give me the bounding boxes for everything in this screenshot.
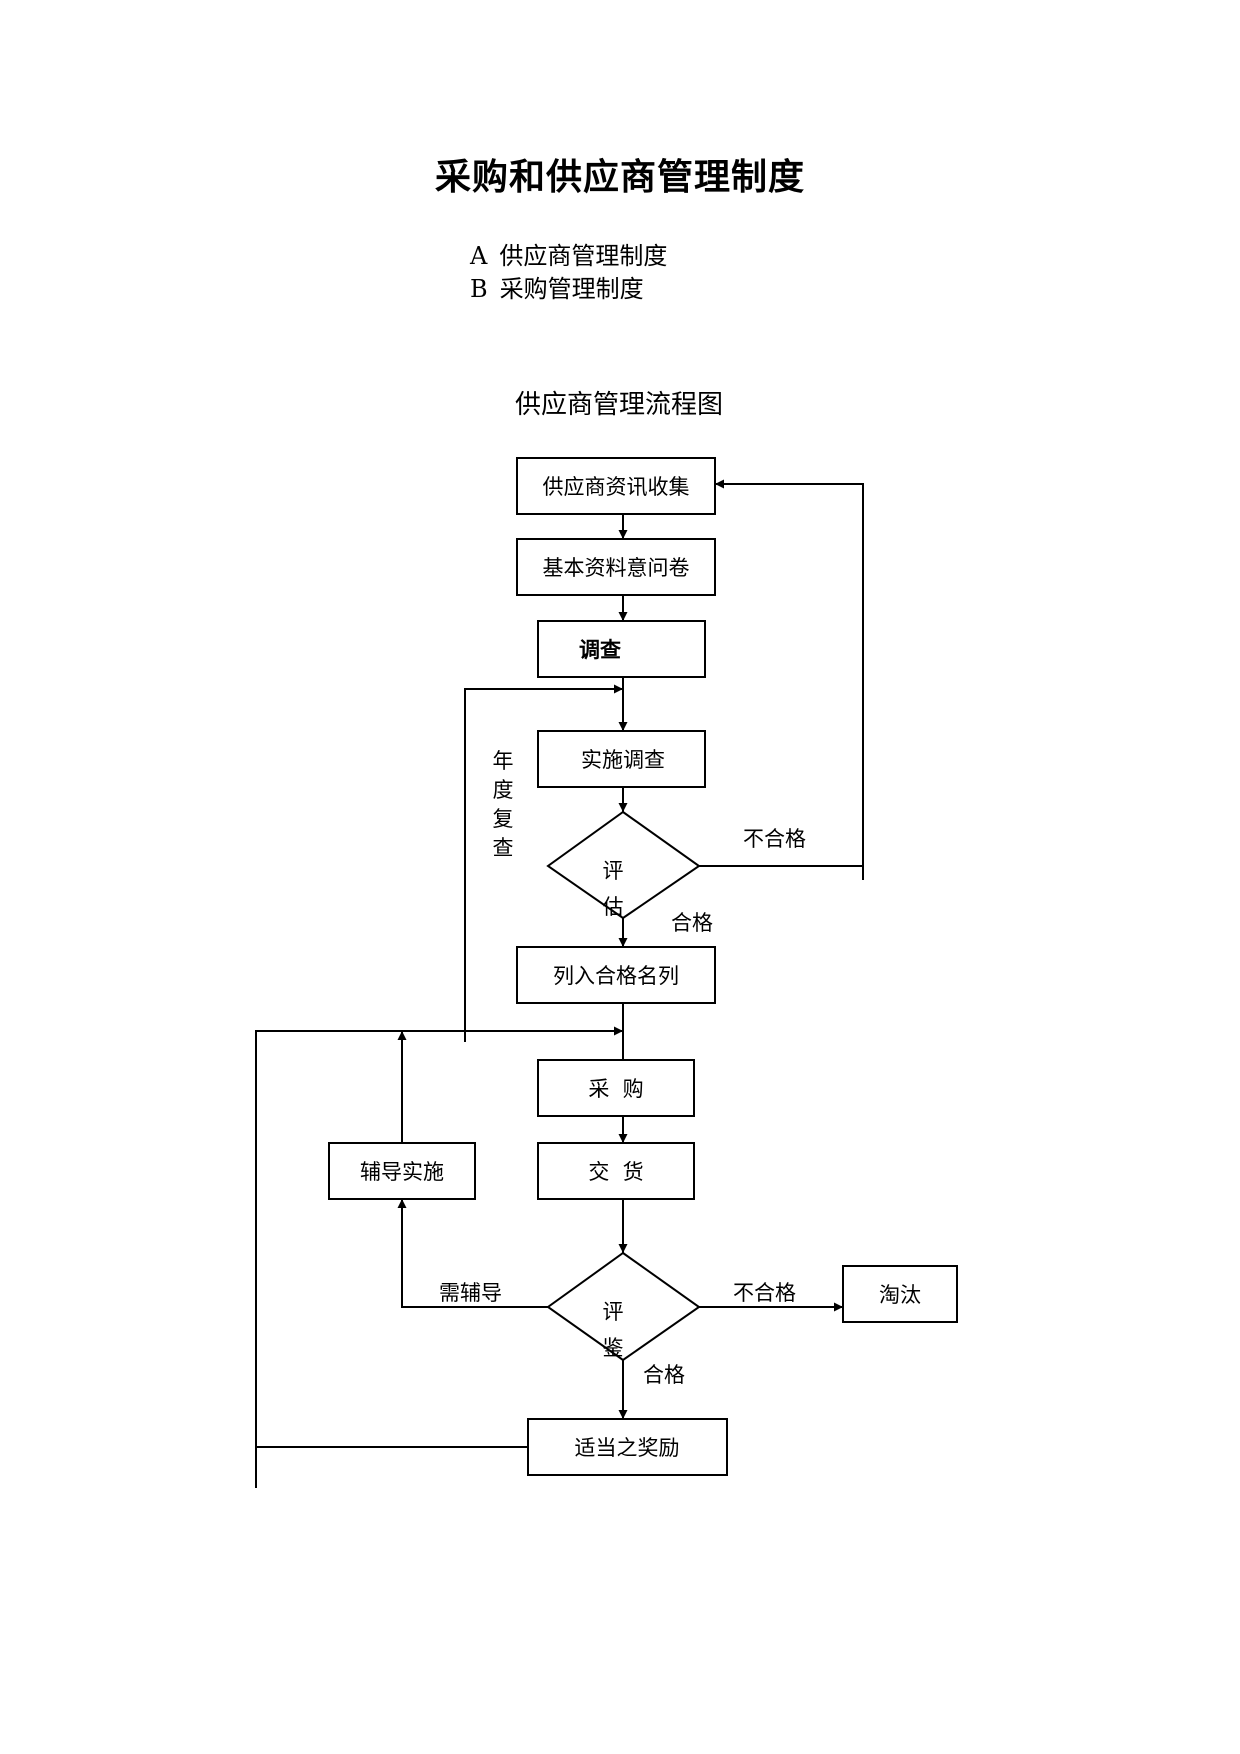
- toc-letter: B: [470, 275, 488, 303]
- node-purchase-box: [537, 1059, 695, 1117]
- node-qualified-list-label: 列入合格名列: [553, 964, 679, 988]
- node-qualified-list-box: [516, 946, 716, 1004]
- edge-label-fail-bottom: 不合格: [733, 1281, 796, 1305]
- toc-item-a: A 供应商管理制度: [470, 236, 667, 271]
- edge-label-annual-review-3: 复: [493, 807, 514, 831]
- node-survey-box: [537, 620, 706, 678]
- node-appraise-label-2: 鉴: [603, 1336, 624, 1360]
- edge-label-fail-top: 不合格: [743, 827, 806, 851]
- node-questionnaire-box: [516, 538, 716, 596]
- edge-label-need-coaching: 需辅导: [439, 1281, 502, 1305]
- node-appraise-diamond: [546, 1251, 701, 1362]
- node-collect-label: 供应商资讯收集: [543, 475, 690, 499]
- toc-text: 供应商管理制度: [499, 242, 668, 270]
- arrow-annual-review: [464, 684, 623, 1042]
- document-title: 采购和供应商管理制度: [434, 157, 805, 198]
- arrow-fail-back-to-collect: [699, 479, 864, 867]
- flowchart-connectors: [255, 479, 864, 1488]
- node-purchase-label: 采 购: [588, 1077, 643, 1101]
- edge-label-pass-top: 合格: [671, 911, 713, 935]
- edge-label-annual-review-4: 查: [493, 836, 514, 860]
- node-coaching-label: 辅导实施: [360, 1160, 444, 1184]
- arrow-appraise-to-coaching: [397, 1199, 548, 1308]
- node-evaluate-label-1: 评: [603, 859, 624, 883]
- toc-item-b: B 采购管理制度: [470, 269, 644, 304]
- node-eliminate-label: 淘汰: [879, 1283, 921, 1307]
- node-evaluate-diamond: [546, 810, 701, 920]
- edge-label-pass-bottom: 合格: [643, 1363, 685, 1387]
- flowchart-nodes: [328, 457, 958, 1476]
- toc-letter: A: [470, 242, 488, 270]
- edge-label-annual-review-1: 年: [493, 749, 514, 773]
- node-reward-label: 适当之奖励: [575, 1436, 680, 1460]
- arrow-reward-feedback: [255, 1026, 623, 1448]
- toc-text: 采购管理制度: [499, 275, 644, 303]
- node-implement-box: [537, 730, 706, 788]
- edge-label-annual-review-2: 度: [493, 778, 514, 802]
- node-implement-label: 实施调查: [581, 748, 665, 772]
- node-delivery-label: 交 货: [588, 1160, 643, 1184]
- node-questionnaire-label: 基本资料意问卷: [543, 556, 690, 580]
- flowchart-labels: 供应商资讯收集 基本资料意问卷 调查 实施调查 评 估 列入合格名列 采 购 交…: [360, 475, 921, 1460]
- node-survey-label: 调查: [579, 637, 621, 662]
- node-appraise-label-1: 评: [603, 1300, 624, 1324]
- node-eliminate-box: [842, 1265, 958, 1323]
- flowchart-title: 供应商管理流程图: [515, 390, 724, 420]
- node-evaluate-label-2: 估: [603, 895, 624, 919]
- node-delivery-box: [537, 1142, 695, 1200]
